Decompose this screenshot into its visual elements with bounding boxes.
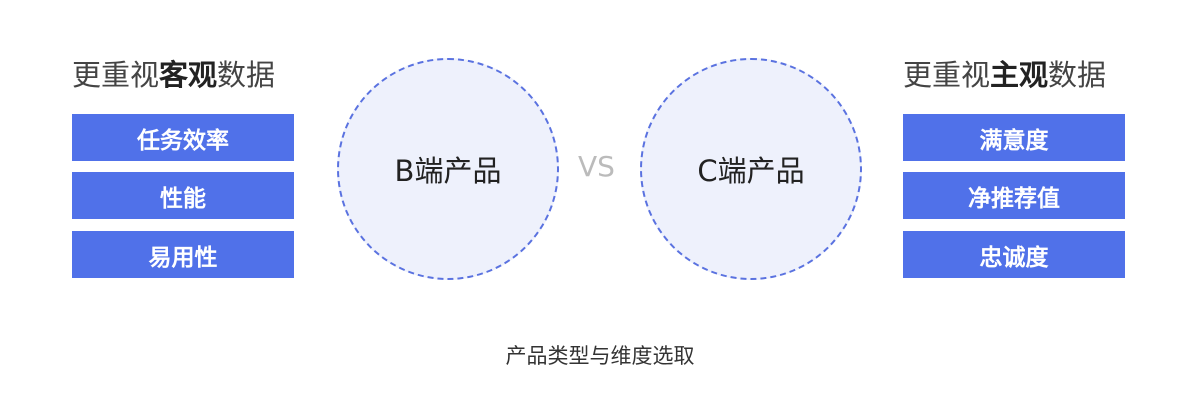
b-product-circle: B端产品 — [337, 58, 559, 280]
heading-text: 数据 — [217, 58, 276, 92]
heading-text: 更重视 — [903, 58, 991, 92]
left-item: 易用性 — [72, 231, 294, 278]
right-item: 净推荐值 — [903, 172, 1125, 219]
vs-label: VS — [578, 150, 615, 183]
left-item: 任务效率 — [72, 114, 294, 161]
right-item: 满意度 — [903, 114, 1125, 161]
heading-text: 数据 — [1048, 58, 1107, 92]
right-item: 忠诚度 — [903, 231, 1125, 278]
left-heading: 更重视客观数据 — [72, 52, 275, 94]
heading-bold: 客观 — [159, 58, 218, 92]
c-product-circle: C端产品 — [640, 58, 862, 280]
heading-bold: 主观 — [990, 58, 1049, 92]
heading-text: 更重视 — [72, 58, 160, 92]
left-item: 性能 — [72, 172, 294, 219]
right-heading: 更重视主观数据 — [903, 52, 1106, 94]
caption: 产品类型与维度选取 — [505, 344, 695, 368]
